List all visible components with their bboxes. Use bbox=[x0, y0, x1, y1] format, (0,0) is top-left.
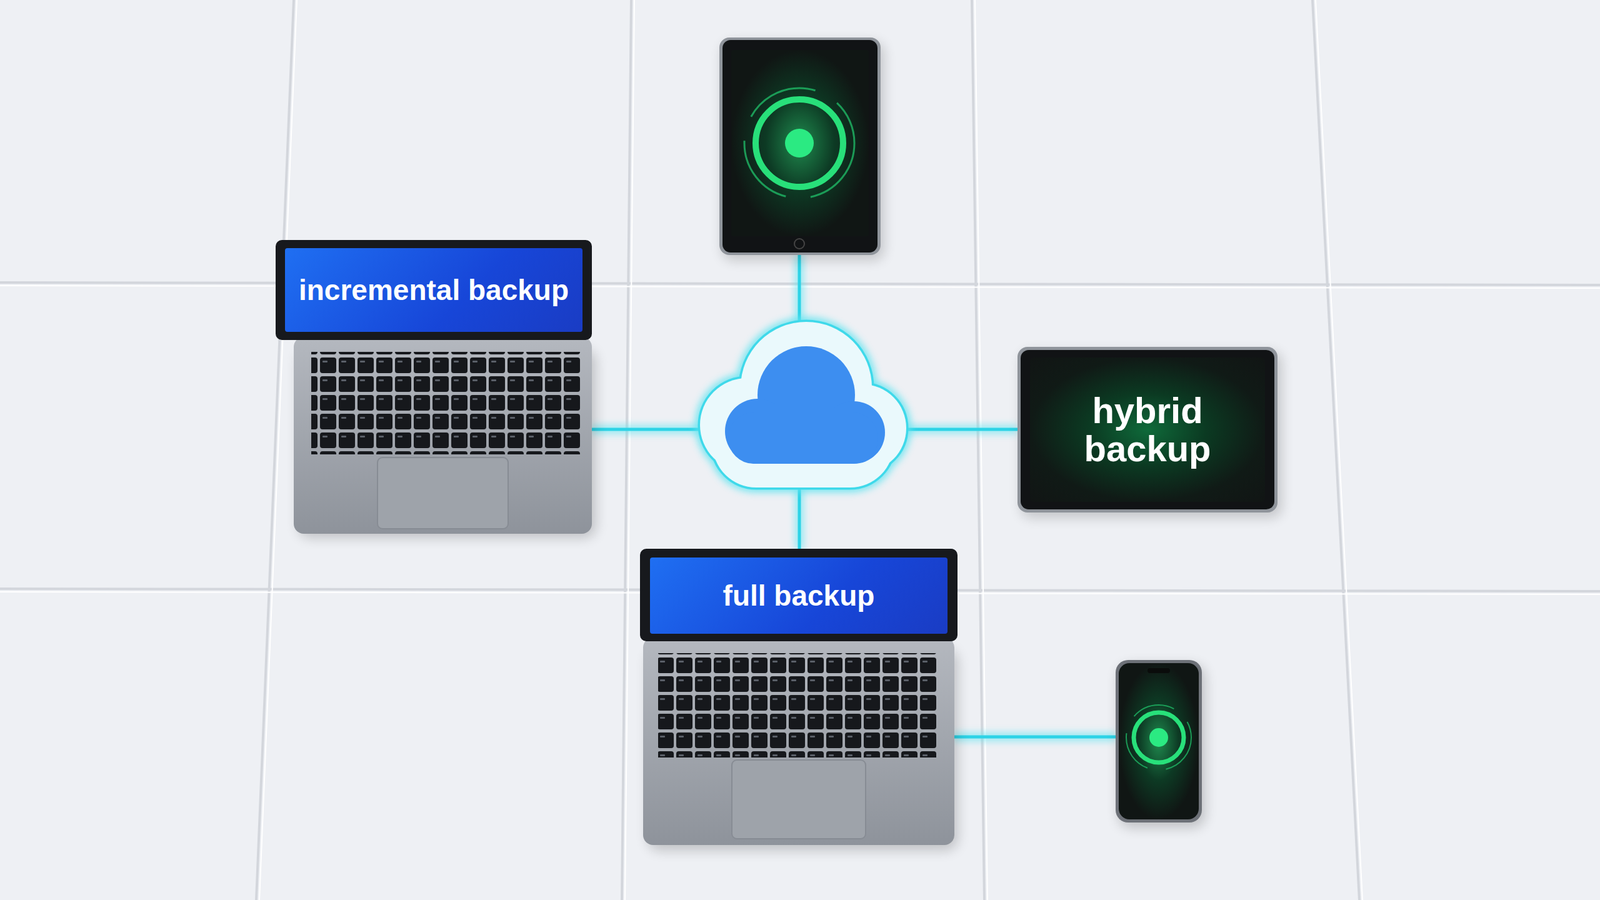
laptop-screen: full backup bbox=[650, 557, 948, 634]
laptop-bottom bbox=[640, 548, 958, 850]
cloud-icon bbox=[700, 321, 907, 488]
tablet-screen: hybrid backup bbox=[1030, 357, 1265, 502]
laptop-left bbox=[275, 240, 596, 538]
screen-label: hybrid backup bbox=[1040, 391, 1255, 469]
laptop-screen: incremental backup bbox=[285, 248, 583, 332]
screen-label: full backup bbox=[723, 580, 875, 611]
phone bbox=[1115, 660, 1205, 828]
tablet-top bbox=[719, 37, 884, 260]
tablet-right bbox=[1017, 346, 1282, 518]
screen-label: incremental backup bbox=[298, 275, 569, 305]
